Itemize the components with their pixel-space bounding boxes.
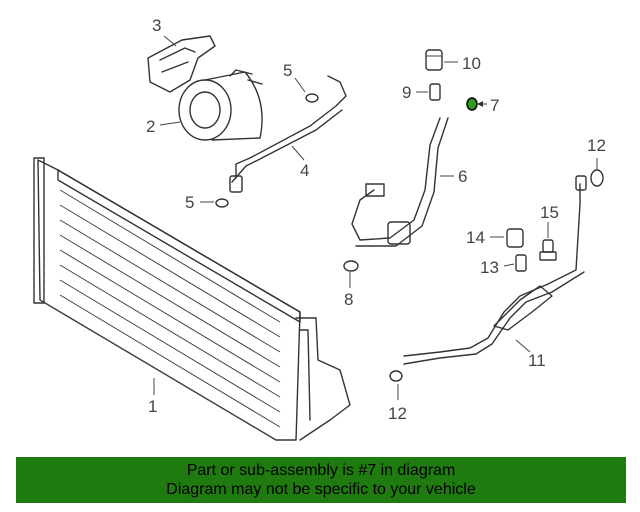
seal-ring-5-bottom: [215, 198, 229, 208]
callout-14: 14: [466, 228, 485, 247]
cap-10: [425, 49, 443, 71]
callout-5-bottom: 5: [185, 193, 194, 212]
parts-diagram: 3 2 5 4 5 6 7 8 9 10 11 12 12 13 14 15 1: [33, 16, 606, 441]
callout-7: 7: [490, 96, 499, 115]
pressure-switch-15: [539, 239, 557, 261]
seal-ring-5-top: [305, 93, 319, 103]
suction-line: [351, 117, 449, 247]
callout-8: 8: [344, 290, 353, 309]
part-7-seal-highlighted: [466, 97, 478, 111]
liquid-line: [403, 175, 587, 365]
part-info-banner: Part or sub-assembly is #7 in diagram Di…: [16, 457, 626, 503]
discharge-line: [229, 75, 347, 193]
callout-9: 9: [402, 83, 411, 102]
compressor: [178, 69, 263, 141]
callout-4: 4: [300, 161, 309, 180]
bracket: [147, 35, 216, 93]
callout-11: 11: [528, 351, 546, 370]
banner-line-part: Part or sub-assembly is #7 in diagram: [186, 462, 456, 479]
callout-13: 13: [480, 258, 499, 277]
seal-ring-12-top: [590, 169, 604, 187]
callout-12-top: 12: [587, 136, 606, 155]
seal-ring-12-bottom: [389, 370, 403, 382]
callout-15: 15: [540, 203, 559, 222]
valve-core-9: [429, 83, 441, 101]
callout-3: 3: [152, 16, 161, 35]
callout-10: 10: [462, 54, 481, 73]
seal-ring-8: [343, 260, 359, 272]
callout-5-top: 5: [283, 61, 292, 80]
leader-lines: [153, 35, 598, 400]
cap-14: [506, 228, 524, 248]
callout-12-bottom: 12: [388, 404, 407, 423]
callout-6: 6: [458, 167, 467, 186]
callout-1: 1: [148, 397, 157, 416]
condenser: [33, 157, 351, 441]
callout-2: 2: [146, 117, 155, 136]
banner-line-disclaimer: Diagram may not be specific to your vehi…: [166, 481, 476, 498]
valve-core-13: [515, 254, 527, 272]
